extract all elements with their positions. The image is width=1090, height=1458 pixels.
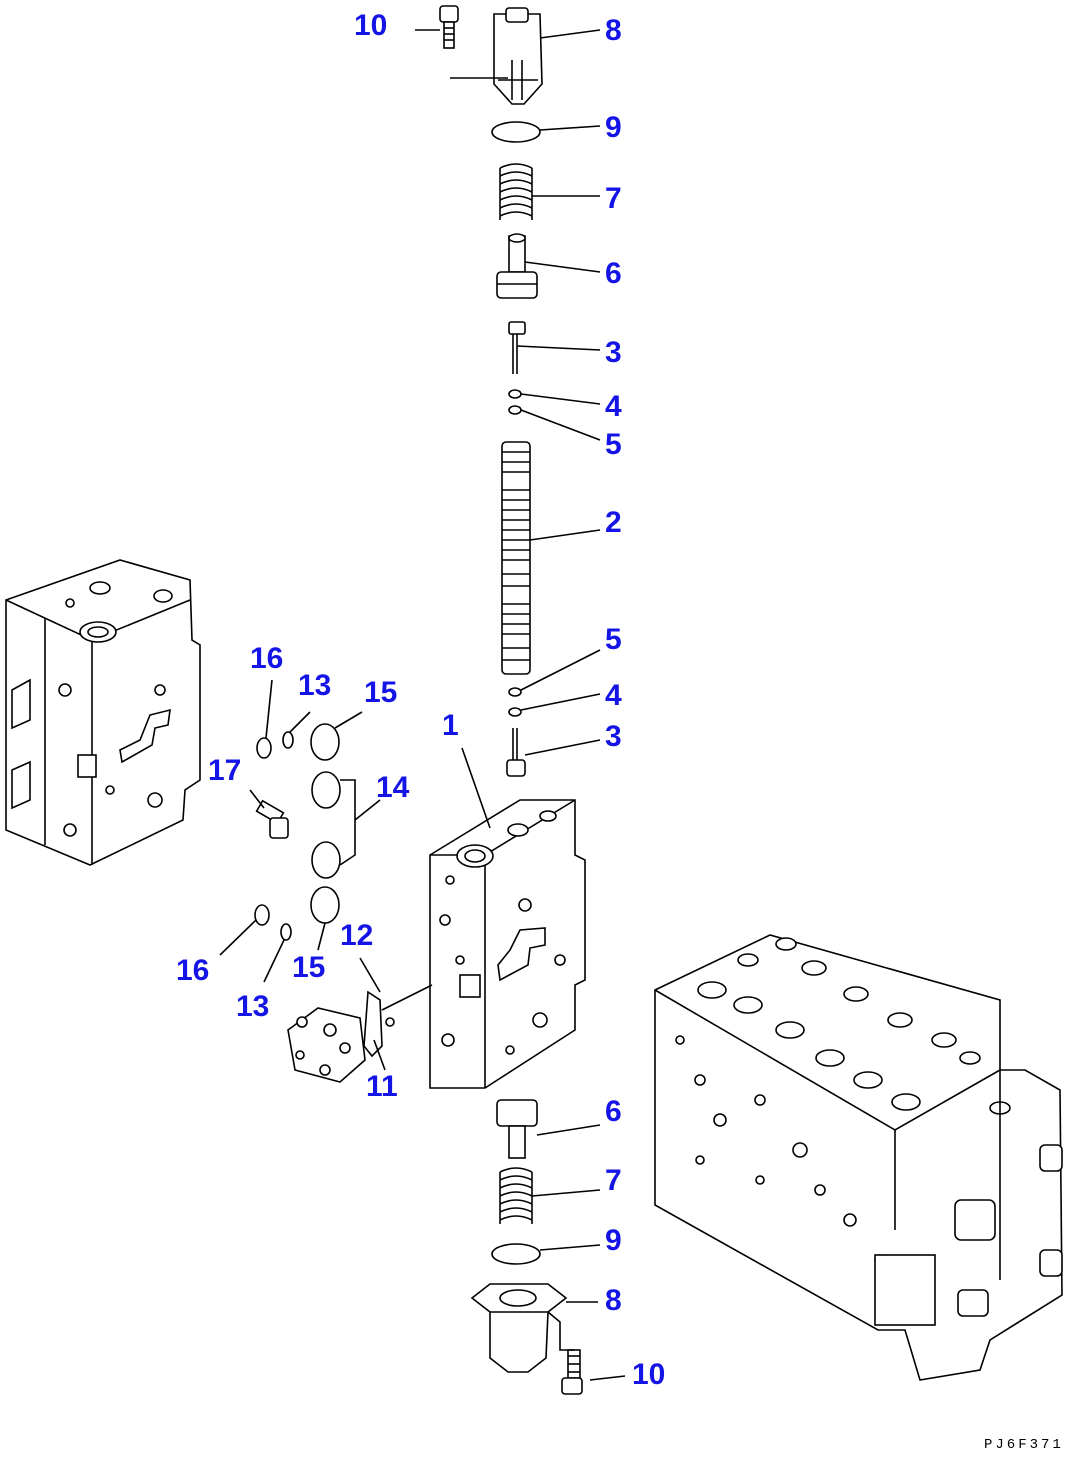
- stopper-3-mid: [506, 728, 526, 777]
- callout-7-bot: 7: [605, 1164, 622, 1197]
- callout-13-top: 13: [298, 669, 331, 702]
- callout-9-bot: 9: [605, 1224, 622, 1257]
- ring-4-mid: [508, 707, 522, 717]
- callout-16-bot: 16: [176, 954, 209, 987]
- bolt-10-top: [439, 5, 459, 49]
- callout-15-bot: 15: [292, 951, 325, 984]
- callout-5-top: 5: [605, 428, 622, 461]
- callout-2: 2: [605, 506, 622, 539]
- callout-17: 17: [208, 754, 241, 787]
- control-valve-assembly-right: [654, 934, 1063, 1381]
- valve-body-1: [429, 799, 586, 1089]
- callout-4-top: 4: [605, 390, 622, 423]
- spring-7-top: [499, 163, 533, 220]
- callout-8-top: 8: [605, 14, 622, 47]
- plate-14: [311, 771, 356, 879]
- oring-13-bot: [280, 923, 292, 941]
- spring-7-bot: [499, 1167, 533, 1224]
- oring-9-bot: [491, 1243, 541, 1265]
- callout-7-top: 7: [605, 182, 622, 215]
- oring-13-top: [282, 731, 294, 749]
- retainer-6-bot: [496, 1099, 538, 1159]
- callout-4-mid: 4: [605, 679, 622, 712]
- spool-2: [501, 441, 531, 675]
- bolt-17: [255, 799, 289, 839]
- adjacent-valve-block-left: [5, 559, 201, 866]
- callout-15-top: 15: [364, 676, 397, 709]
- oring-15-top: [310, 723, 340, 761]
- callout-3-top: 3: [605, 336, 622, 369]
- leader-lines: [219, 29, 626, 1381]
- callout-6-bot: 6: [605, 1095, 622, 1128]
- oring-9-top: [491, 121, 541, 143]
- retainer-6-top: [496, 233, 538, 299]
- ring-5-mid: [508, 687, 522, 697]
- callout-11: 11: [366, 1070, 398, 1103]
- callout-13-bot: 13: [236, 990, 269, 1023]
- callout-3-mid: 3: [605, 720, 622, 753]
- callout-8-bot: 8: [605, 1284, 622, 1317]
- oring-15-bot: [310, 886, 340, 924]
- cap-8-top: [493, 7, 543, 105]
- block-11: [287, 1007, 395, 1083]
- callout-5-mid: 5: [605, 623, 622, 656]
- callout-9-top: 9: [605, 111, 622, 144]
- callout-12: 12: [340, 919, 373, 952]
- callout-numbers: 10 8 9 7 6 3 4 5 2 5 4 3 1 16 13 15 17 1…: [176, 9, 665, 1391]
- callout-10-bot: 10: [632, 1358, 665, 1391]
- ring-4-top: [508, 389, 522, 399]
- bolt-10-bot: [547, 1311, 583, 1395]
- oring-16-top: [256, 737, 272, 759]
- oring-16-bot: [254, 904, 270, 926]
- ring-5-top: [508, 405, 522, 415]
- callout-6-top: 6: [605, 257, 622, 290]
- callout-1: 1: [442, 709, 459, 742]
- callout-10-top: 10: [354, 9, 387, 42]
- bracket-12: [363, 990, 383, 1058]
- drawing-code: PJ6F371: [984, 1437, 1064, 1453]
- callout-16-top: 16: [250, 642, 283, 675]
- cap-8-bot: [470, 1283, 568, 1373]
- stopper-3-top: [508, 321, 526, 374]
- callout-14: 14: [376, 771, 410, 804]
